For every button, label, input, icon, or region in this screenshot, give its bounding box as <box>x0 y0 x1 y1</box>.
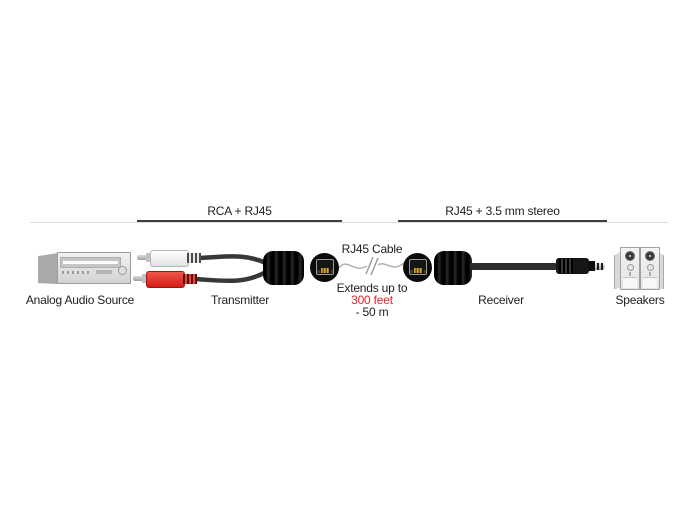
transmitter-body <box>263 251 304 285</box>
white-rca-cable <box>196 254 269 266</box>
speaker-knob-icon <box>646 264 654 271</box>
speaker-left <box>620 247 640 290</box>
section-right-rule <box>398 220 607 222</box>
stereo-plug-ring <box>600 262 603 270</box>
red-rca-cable <box>192 269 269 284</box>
rj45-jack-transmitter-icon <box>310 253 339 282</box>
rj45-tab-left <box>410 270 413 273</box>
speaker-slot <box>629 272 631 276</box>
full-width-divider <box>30 222 668 223</box>
rca-red-barrel <box>146 271 185 288</box>
rj45-jack-receiver-icon <box>403 253 432 282</box>
rca-red-tip <box>133 276 143 281</box>
stereo-cable <box>470 263 558 270</box>
extends-300-feet-text: 300 feet <box>351 293 393 307</box>
speaker-driver-icon <box>625 251 635 261</box>
rj45-tab-right <box>330 270 333 273</box>
rj45-face <box>316 259 334 275</box>
stereo-plug-tip <box>595 262 605 270</box>
rj45-contacts <box>414 268 422 273</box>
rca-white-ribs <box>187 253 201 263</box>
section-right-label: RJ45 + 3.5 mm stereo <box>445 204 560 218</box>
stereo-plug-ring <box>597 262 599 270</box>
cable-break-icon <box>365 256 379 276</box>
section-left-rule <box>137 220 342 222</box>
analog-audio-source-illustration <box>38 252 131 284</box>
extends-up-to-text: Extends up to <box>336 281 408 295</box>
stereo-plug-ribs <box>559 259 573 273</box>
section-left-label: RCA + RJ45 <box>207 204 272 218</box>
rca-red-ribs <box>183 274 197 284</box>
speaker-knob-icon <box>626 264 634 271</box>
source-power-button <box>118 266 127 275</box>
source-display <box>96 270 112 274</box>
source-buttons <box>62 271 92 274</box>
speaker-right <box>640 247 660 290</box>
source-front-panel <box>57 252 131 284</box>
rj45-face <box>409 259 427 275</box>
source-side-panel <box>38 253 58 284</box>
label-transmitter: Transmitter <box>210 293 270 307</box>
stereo-plug-neck <box>588 261 595 271</box>
label-analog-audio-source: Analog Audio Source <box>25 293 135 307</box>
rj45-contacts <box>321 268 329 273</box>
speaker-slot <box>649 272 651 276</box>
receiver-body <box>434 251 472 285</box>
speaker-base <box>623 277 637 288</box>
rj45-tab-right <box>423 270 426 273</box>
rj45-tab-left <box>317 270 320 273</box>
source-disc-tray <box>60 257 121 268</box>
label-receiver: Receiver <box>478 293 524 307</box>
speakers-illustration <box>614 247 664 290</box>
rca-white-tip <box>137 255 147 260</box>
rca-red-collar <box>142 274 147 283</box>
stereo-plug-body <box>556 258 589 274</box>
rj45-patch-cable-right <box>377 262 405 268</box>
rj45-cable-title: RJ45 Cable <box>341 242 403 256</box>
source-tray-slot <box>63 261 118 264</box>
speaker-driver-icon <box>645 251 655 261</box>
speaker-base <box>643 277 657 288</box>
rca-white-collar <box>146 253 151 262</box>
rj45-patch-cable-left <box>338 263 368 269</box>
label-speakers: Speakers <box>615 293 665 307</box>
extends-50-m-text: - 50 m <box>355 305 389 319</box>
rca-white-barrel <box>150 250 189 267</box>
